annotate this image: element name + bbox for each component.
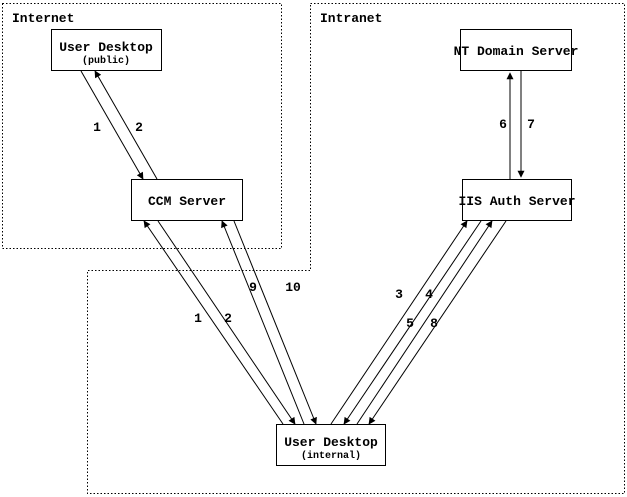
edge-label-10: 10 xyxy=(285,280,301,295)
edge-label-2-public: 2 xyxy=(135,120,143,135)
intranet-region-border xyxy=(87,3,625,494)
user-desktop-internal-sublabel: (internal) xyxy=(301,450,361,462)
edge-10-ccm-to-internal-desktop xyxy=(233,220,317,425)
ccm-server-box xyxy=(131,179,243,221)
edge-label-4: 4 xyxy=(425,287,433,302)
edge-label-1-internal: 1 xyxy=(194,311,202,326)
nt-domain-server-box xyxy=(460,29,572,71)
edge-4-iis-to-internal-desktop xyxy=(343,220,482,425)
internet-region-label: Internet xyxy=(12,11,74,26)
ccm-server-label: CCM Server xyxy=(148,194,226,209)
iis-auth-server-label: IIS Auth Server xyxy=(458,194,575,209)
node-nt-domain-server: NT Domain Server xyxy=(454,29,579,71)
edge-label-7: 7 xyxy=(527,117,535,132)
internet-region-border xyxy=(2,3,282,249)
edge-3-internal-desktop-to-iis xyxy=(330,220,468,425)
edge-label-1-public: 1 xyxy=(93,120,101,135)
edge-9-internal-desktop-to-ccm xyxy=(221,220,305,425)
intranet-region-label: Intranet xyxy=(320,11,382,26)
node-ccm-server: CCM Server xyxy=(131,179,243,221)
user-desktop-public-box xyxy=(51,29,162,71)
edge-label-5: 5 xyxy=(406,316,414,331)
edge-1-internal-desktop-to-ccm xyxy=(143,220,284,425)
iis-auth-server-box xyxy=(462,179,572,221)
edge-1-public-desktop-to-ccm xyxy=(80,70,144,180)
edge-8-iis-to-internal-desktop xyxy=(368,220,507,425)
edge-label-8: 8 xyxy=(430,316,438,331)
nt-domain-server-label: NT Domain Server xyxy=(454,44,579,59)
edge-5-internal-desktop-to-iis xyxy=(356,220,493,425)
user-desktop-internal-label: User Desktop xyxy=(284,435,378,450)
edge-2-ccm-to-internal-desktop xyxy=(157,220,296,425)
edge-label-6: 6 xyxy=(499,117,507,132)
edge-label-2-internal: 2 xyxy=(224,311,232,326)
node-user-desktop-internal: User Desktop (internal) xyxy=(276,424,386,466)
user-desktop-internal-box xyxy=(276,424,386,466)
edge-label-3: 3 xyxy=(395,287,403,302)
node-user-desktop-public: User Desktop (public) xyxy=(51,29,162,71)
user-desktop-public-sublabel: (public) xyxy=(82,55,130,67)
node-iis-auth-server: IIS Auth Server xyxy=(458,179,576,221)
edge-2-ccm-to-public-desktop xyxy=(94,70,158,180)
user-desktop-public-label: User Desktop xyxy=(59,40,153,55)
edge-label-9: 9 xyxy=(249,280,257,295)
